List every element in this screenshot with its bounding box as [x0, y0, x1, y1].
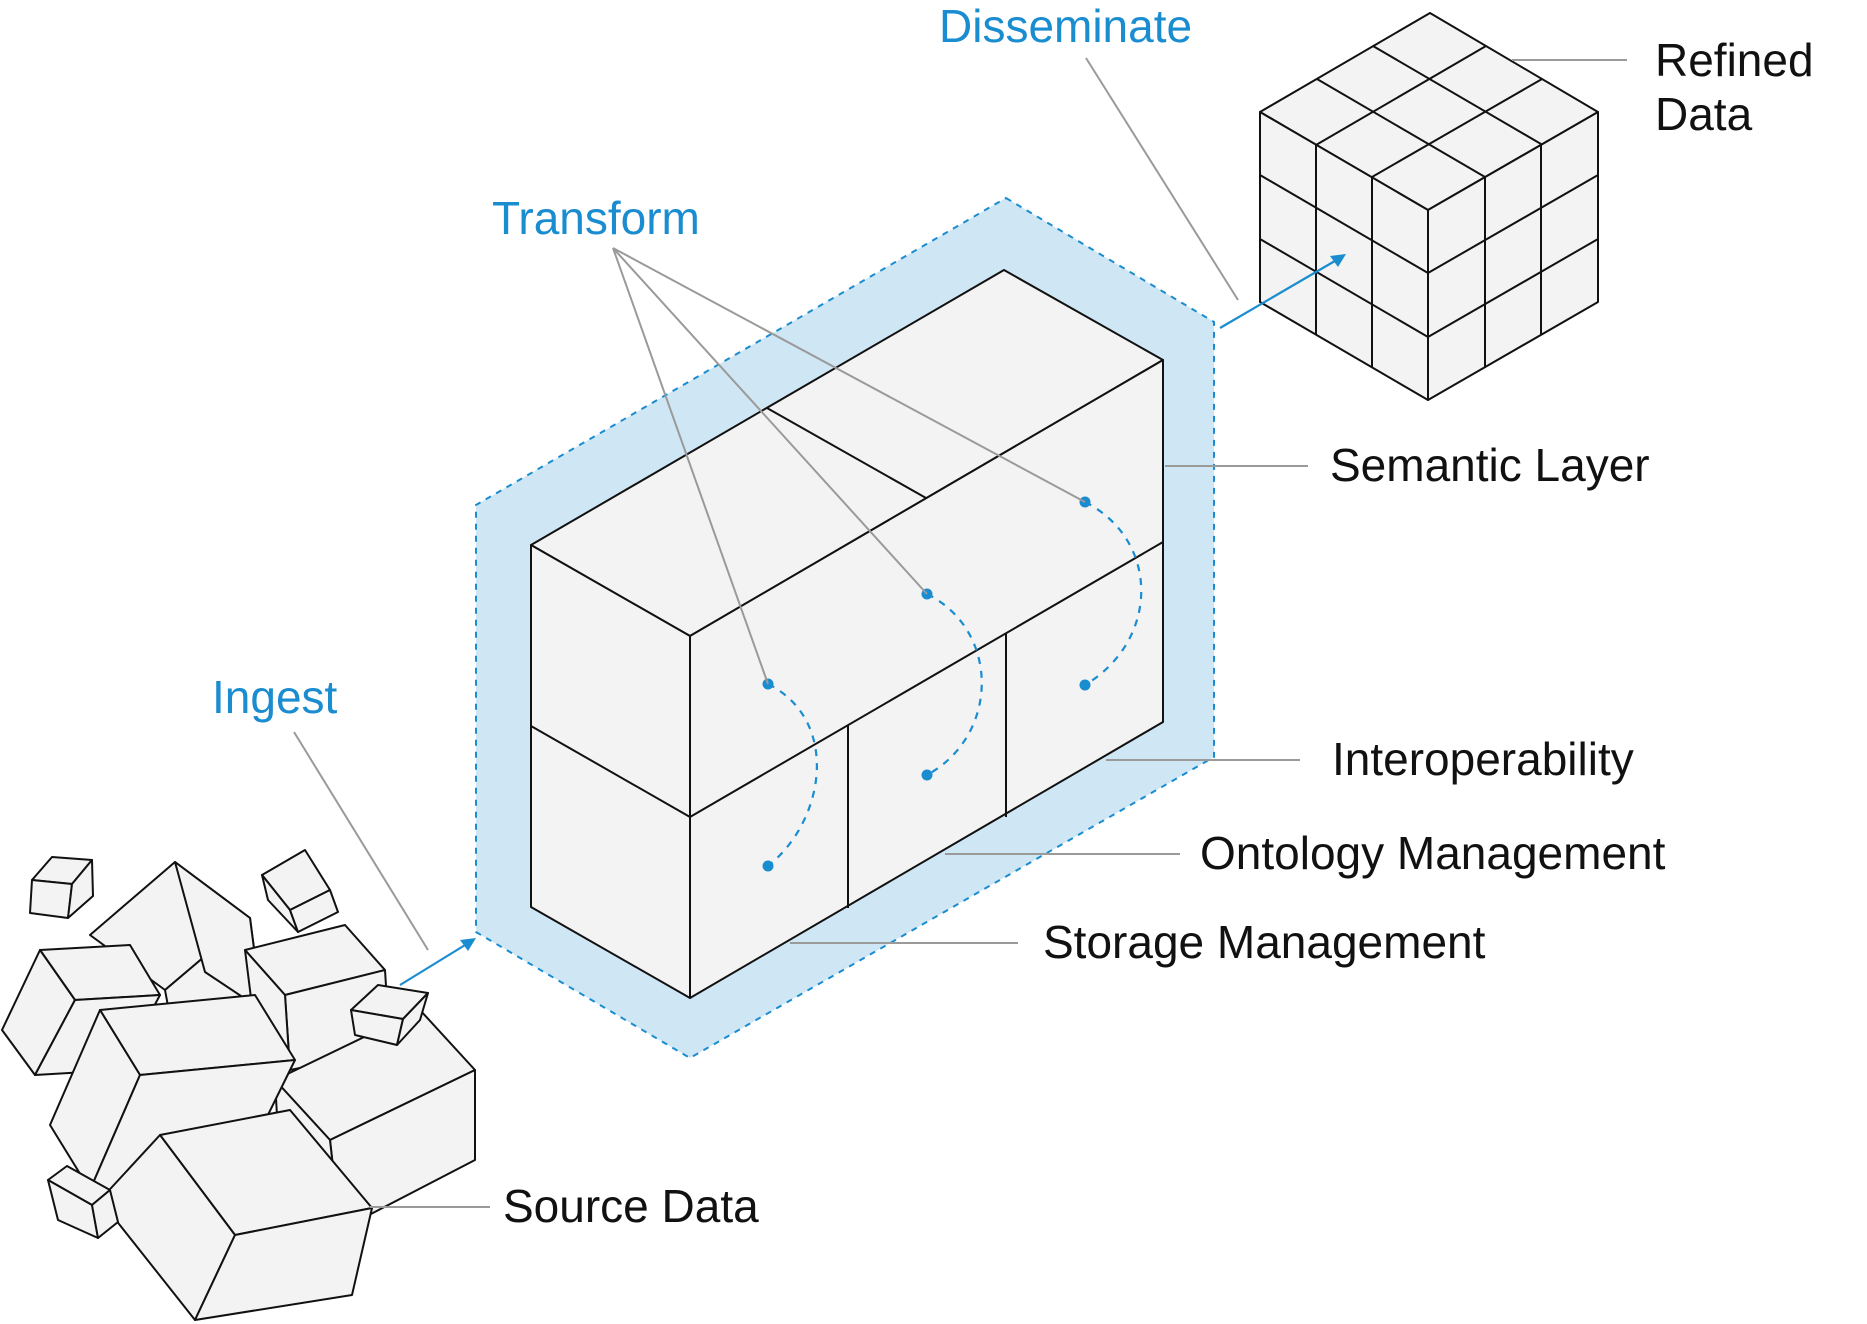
- semantic-layer-label: Semantic Layer: [1330, 439, 1650, 491]
- transform-path-3: [1084, 501, 1143, 686]
- storage-management-label: Storage Management: [1043, 916, 1486, 968]
- refined-data-label-line2: Data: [1655, 88, 1753, 140]
- processing-block: [530, 269, 1164, 999]
- transform-leader-3: [612, 247, 1086, 503]
- transform-path-2: [926, 593, 983, 776]
- block-top-divider: [766, 407, 927, 499]
- disseminate-label: Disseminate: [939, 0, 1192, 52]
- transform-point: [921, 769, 933, 781]
- leader-lines: [293, 57, 1627, 1208]
- disseminate-arrow: [1219, 254, 1346, 329]
- source-data-label: Source Data: [503, 1180, 759, 1232]
- ingest-label: Ingest: [212, 671, 338, 723]
- block-front-divider: [689, 541, 1164, 818]
- disseminate-leader: [1085, 57, 1239, 301]
- source-data-cluster: [1, 849, 476, 1321]
- transform-point: [1079, 679, 1091, 691]
- refined-data-label-line1: Refined: [1655, 34, 1814, 86]
- transform-leader-1: [612, 247, 769, 685]
- transform-point: [762, 860, 774, 872]
- transform-paths: [762, 496, 1143, 872]
- interoperability-label: Interoperability: [1332, 733, 1634, 785]
- transform-path-1: [767, 683, 818, 867]
- ontology-management-label: Ontology Management: [1200, 827, 1666, 879]
- block-left-divider: [530, 725, 691, 818]
- ingest-leader: [293, 731, 429, 951]
- ingest-arrow: [399, 938, 476, 986]
- refined-data-cube: [1259, 12, 1599, 401]
- transform-label: Transform: [492, 192, 700, 244]
- transform-leader-2: [612, 247, 928, 595]
